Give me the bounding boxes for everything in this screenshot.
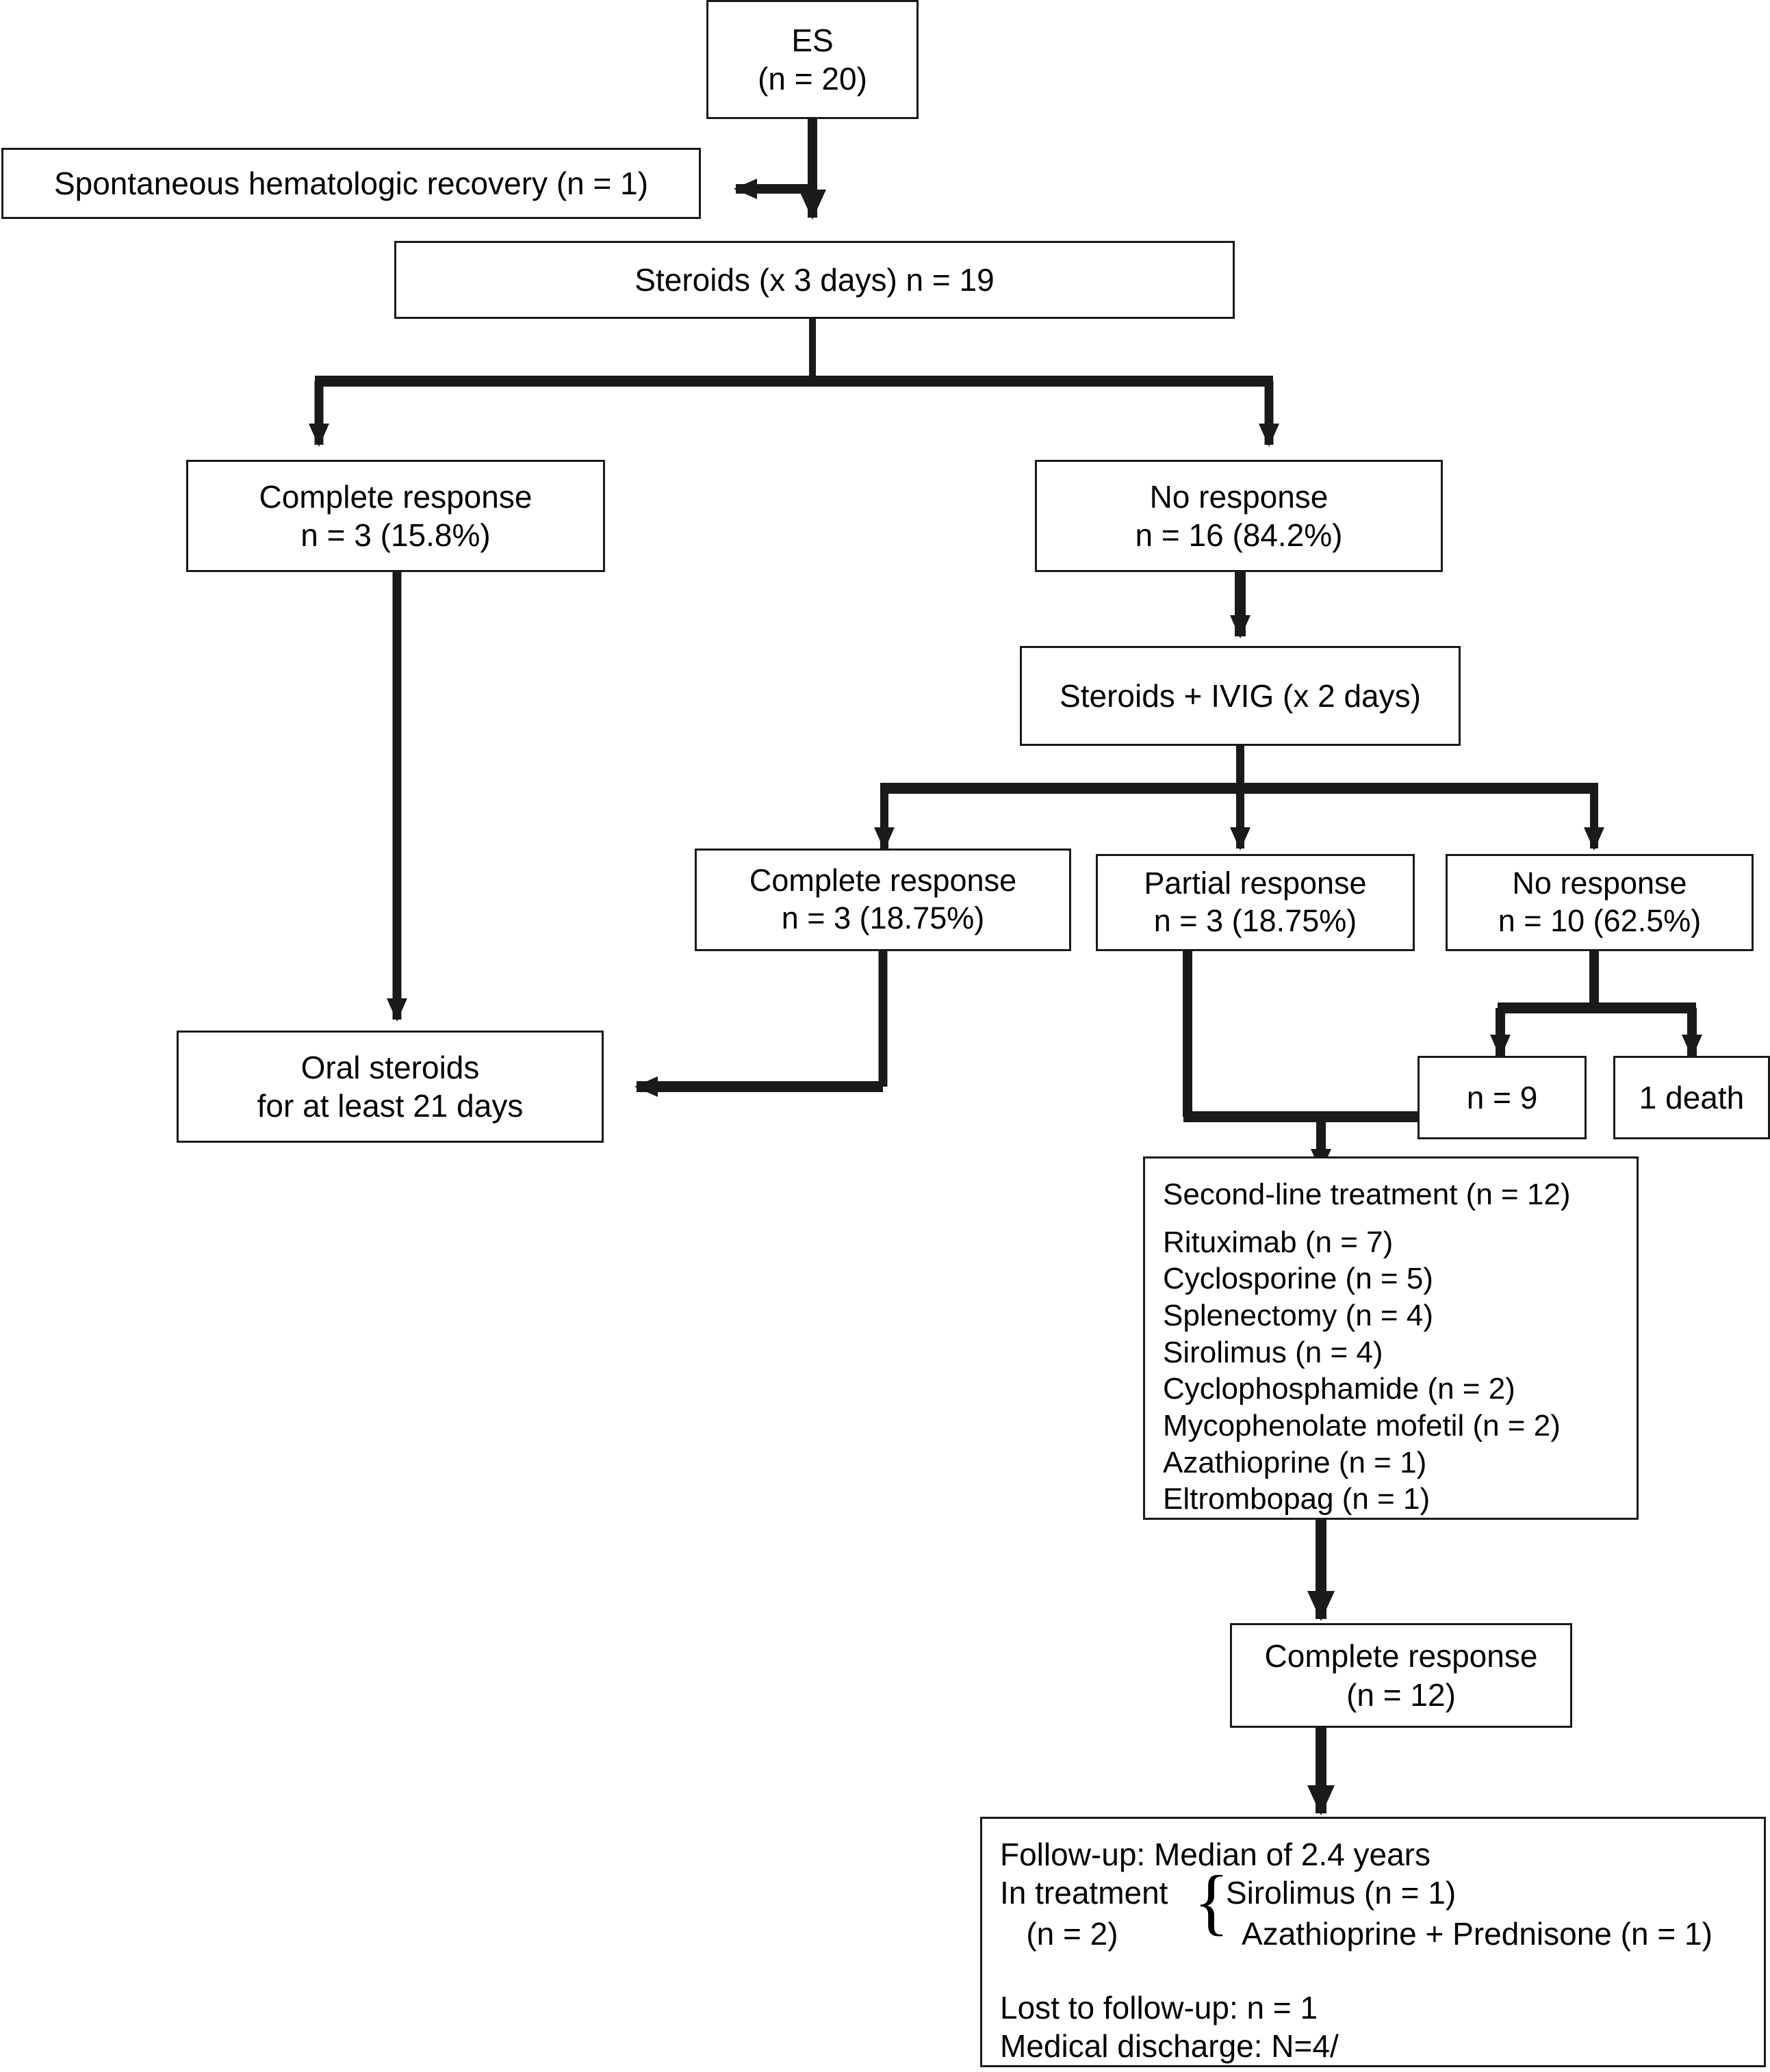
second-line-heading: Second-line treatment (n = 12) xyxy=(1163,1178,1571,1211)
node-death-label: 1 death xyxy=(1639,1079,1745,1115)
node-complete-response-2-line2: n = 3 (18.75%) xyxy=(781,901,985,935)
node-es: ES (n = 20) xyxy=(706,0,919,119)
followup-brace-item-1: Sirolimus (n = 1) xyxy=(1226,1875,1457,1911)
treatment-item: Cyclophosphamide (n = 2) xyxy=(1163,1372,1515,1406)
node-spontaneous-recovery: Spontaneous hematologic recovery (n = 1) xyxy=(1,148,701,219)
node-death: 1 death xyxy=(1613,1056,1770,1139)
node-followup: Follow-up: Median of 2.4 years { In trea… xyxy=(980,1817,1766,2067)
node-es-line2: (n = 20) xyxy=(758,61,867,96)
node-complete-response-1-line2: n = 3 (15.8%) xyxy=(300,517,491,553)
node-second-line-treatment: Second-line treatment (n = 12) Rituximab… xyxy=(1143,1156,1639,1520)
node-complete-response-1-line1: Complete response xyxy=(259,478,533,515)
node-complete-response-3: Complete response (n = 12) xyxy=(1230,1623,1572,1728)
node-no-response-1: No response n = 16 (84.2%) xyxy=(1035,460,1443,572)
followup-discharge-line: Medical discharge: N=4/ xyxy=(1000,2028,1339,2064)
treatment-item: Splenectomy (n = 4) xyxy=(1163,1298,1433,1332)
node-steroids-ivig-label: Steroids + IVIG (x 2 days) xyxy=(1060,677,1421,714)
node-oral-steroids: Oral steroids for at least 21 days xyxy=(177,1031,604,1143)
node-steroids-label: Steroids (x 3 days) n = 19 xyxy=(634,261,995,298)
node-no-response-2: No response n = 10 (62.5%) xyxy=(1446,854,1754,951)
node-oral-steroids-line1: Oral steroids xyxy=(300,1049,480,1085)
followup-lost-line: Lost to follow-up: n = 1 xyxy=(1000,1989,1318,2025)
node-no-response-1-line1: No response xyxy=(1149,478,1329,515)
treatment-item: Mycophenolate mofetil (n = 2) xyxy=(1163,1408,1561,1442)
node-steroids-ivig: Steroids + IVIG (x 2 days) xyxy=(1020,646,1461,746)
node-complete-response-3-line1: Complete response xyxy=(1264,1638,1538,1674)
node-spontaneous-recovery-label: Spontaneous hematologic recovery (n = 1) xyxy=(53,165,649,201)
node-partial-response-line2: n = 3 (18.75%) xyxy=(1153,903,1357,938)
treatment-item: Azathioprine (n = 1) xyxy=(1163,1445,1427,1479)
node-n9: n = 9 xyxy=(1418,1056,1587,1139)
node-complete-response-1: Complete response n = 3 (15.8%) xyxy=(186,460,605,572)
followup-brace-item-2: Azathioprine + Prednisone (n = 1) xyxy=(1226,1916,1713,1952)
followup-in-treatment-count: (n = 2) xyxy=(1000,1916,1118,1952)
node-es-line1: ES xyxy=(791,22,834,58)
treatment-item: Rituximab (n = 7) xyxy=(1163,1225,1394,1259)
treatment-item: Eltrombopag (n = 1) xyxy=(1163,1482,1431,1516)
curly-brace-icon: { xyxy=(1194,1861,1229,1943)
node-partial-response-line1: Partial response xyxy=(1144,866,1367,901)
node-no-response-2-line2: n = 10 (62.5%) xyxy=(1498,903,1702,938)
node-partial-response: Partial response n = 3 (18.75%) xyxy=(1096,854,1415,951)
node-no-response-1-line2: n = 16 (84.2%) xyxy=(1135,517,1343,553)
node-steroids: Steroids (x 3 days) n = 19 xyxy=(394,241,1235,319)
node-n9-label: n = 9 xyxy=(1466,1079,1538,1115)
node-complete-response-3-line2: (n = 12) xyxy=(1346,1676,1456,1713)
followup-median-line: Follow-up: Median of 2.4 years xyxy=(1000,1837,1431,1872)
node-oral-steroids-line2: for at least 21 days xyxy=(257,1088,524,1124)
followup-treatment-group: { In treatment (n = 2) Sirolimus (n = 1)… xyxy=(1000,1865,1750,1958)
node-no-response-2-line1: No response xyxy=(1512,866,1687,901)
node-complete-response-2: Complete response n = 3 (18.75%) xyxy=(695,849,1071,951)
node-complete-response-2-line1: Complete response xyxy=(749,863,1017,898)
treatment-item: Cyclosporine (n = 5) xyxy=(1163,1262,1433,1296)
followup-in-treatment-label: In treatment xyxy=(1000,1875,1168,1911)
treatment-item: Sirolimus (n = 4) xyxy=(1163,1335,1383,1369)
